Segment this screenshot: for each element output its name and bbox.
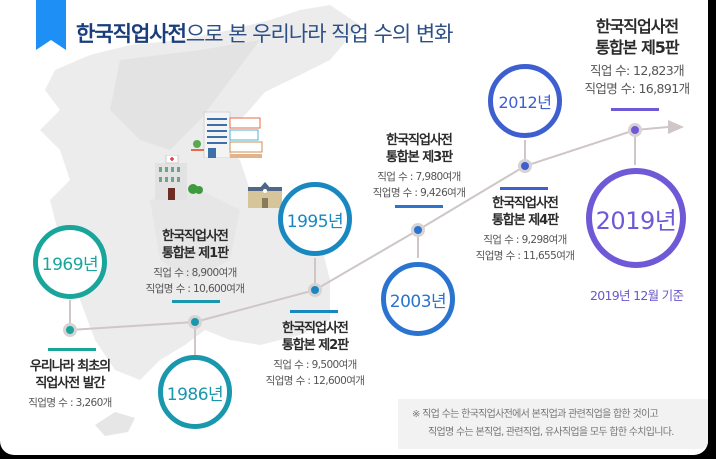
underline-2003: [395, 205, 443, 208]
milestone-1986: 한국직업사전 통합본 제1판 직업 수 : 8,900여개 직업명 수 : 10…: [130, 228, 260, 297]
milestone-heading: 한국직업사전: [492, 196, 559, 211]
milestone-stat: 직업 수 : 8,900여개: [153, 267, 237, 279]
milestone-heading: 통합본 제2판: [281, 338, 349, 353]
milestone-stat: 직업 수 : 9,298여개: [483, 234, 567, 246]
milestone-stat: 직업명 수 : 9,426여개: [372, 187, 466, 199]
school-building-icon: [248, 182, 282, 208]
underline-1986: [172, 300, 220, 303]
milestone-heading: 한국직업사전: [595, 17, 679, 36]
milestone-heading: 통합본 제5판: [595, 38, 679, 57]
hospital-icon: [155, 155, 203, 200]
year-circle-1986: 1986년: [158, 355, 232, 429]
milestone-heading: 한국직업사전: [282, 321, 349, 336]
milestone-heading: 통합본 제1판: [161, 246, 229, 261]
footnote-line-2: 직업명 수는 본직업, 관련직업, 유사직업을 모두 합한 수치입니다.: [428, 427, 674, 438]
milestone-stat: 직업명 수 : 3,260개: [28, 397, 112, 409]
milestone-heading: 통합본 제4판: [491, 213, 559, 228]
footnote-text: ※ 직업 수는 한국직업사전에서 본직업과 관련직업을 합한 것이고 직업명 수…: [412, 406, 674, 442]
milestone-heading: 우리나라 최초의: [29, 359, 111, 374]
underline-1969: [48, 348, 96, 351]
reference-date-caption: 2019년 12월 기준: [590, 288, 684, 303]
underline-1995: [290, 310, 338, 313]
milestone-stat: 직업 수: 12,823개: [589, 63, 685, 78]
milestone-stat: 직업 수 : 7,980여개: [377, 171, 461, 183]
underline-2019: [611, 108, 659, 111]
milestone-stat: 직업명 수 : 11,655여개: [475, 250, 575, 262]
year-circle-2012: 2012년: [488, 64, 562, 138]
footnote-box: ※ 직업 수는 한국직업사전에서 본직업과 관련직업을 합한 것이고 직업명 수…: [398, 399, 708, 449]
year-circle-2019: 2019년: [586, 168, 686, 268]
milestone-2019: 한국직업사전 통합본 제5판 직업 수: 12,823개 직업명 수: 16,8…: [570, 16, 704, 98]
milestone-stat: 직업 수 : 9,500여개: [273, 359, 357, 371]
bookmark-ribbon-icon: [36, 0, 66, 50]
year-circle-1969: 1969년: [33, 225, 107, 299]
milestone-stat: 직업명 수: 16,891개: [584, 81, 691, 96]
milestone-heading: 직업사전 발간: [35, 376, 105, 391]
footnote-line-1: ※ 직업 수는 한국직업사전에서 본직업과 관련직업을 합한 것이고: [412, 409, 659, 420]
milestone-stat: 직업명 수 : 10,600여개: [145, 283, 245, 295]
milestone-1995: 한국직업사전 통합본 제2판 직업 수 : 9,500여개 직업명 수 : 12…: [250, 320, 380, 389]
milestone-heading: 한국직업사전: [386, 133, 453, 148]
page-title: 한국직업사전으로 본 우리나라 직업 수의 변화: [76, 18, 454, 48]
milestone-stat: 직업명 수 : 12,600여개: [265, 375, 365, 387]
milestone-1969: 우리나라 최초의 직업사전 발간 직업명 수 : 3,260개: [10, 358, 130, 411]
milestone-heading: 한국직업사전: [162, 229, 229, 244]
title-bold: 한국직업사전: [76, 22, 187, 46]
milestone-2003: 한국직업사전 통합본 제3판 직업 수 : 7,980여개 직업명 수 : 9,…: [354, 132, 484, 201]
city-buildings-icon: [191, 111, 263, 158]
underline-2012: [500, 187, 548, 190]
year-circle-2003: 2003년: [381, 262, 455, 336]
milestone-2012: 한국직업사전 통합본 제4판 직업 수 : 9,298여개 직업명 수 : 11…: [460, 195, 590, 264]
milestone-heading: 통합본 제3판: [385, 150, 453, 165]
title-rest: 으로 본 우리나라 직업 수의 변화: [185, 22, 454, 46]
year-circle-1995: 1995년: [278, 182, 352, 256]
